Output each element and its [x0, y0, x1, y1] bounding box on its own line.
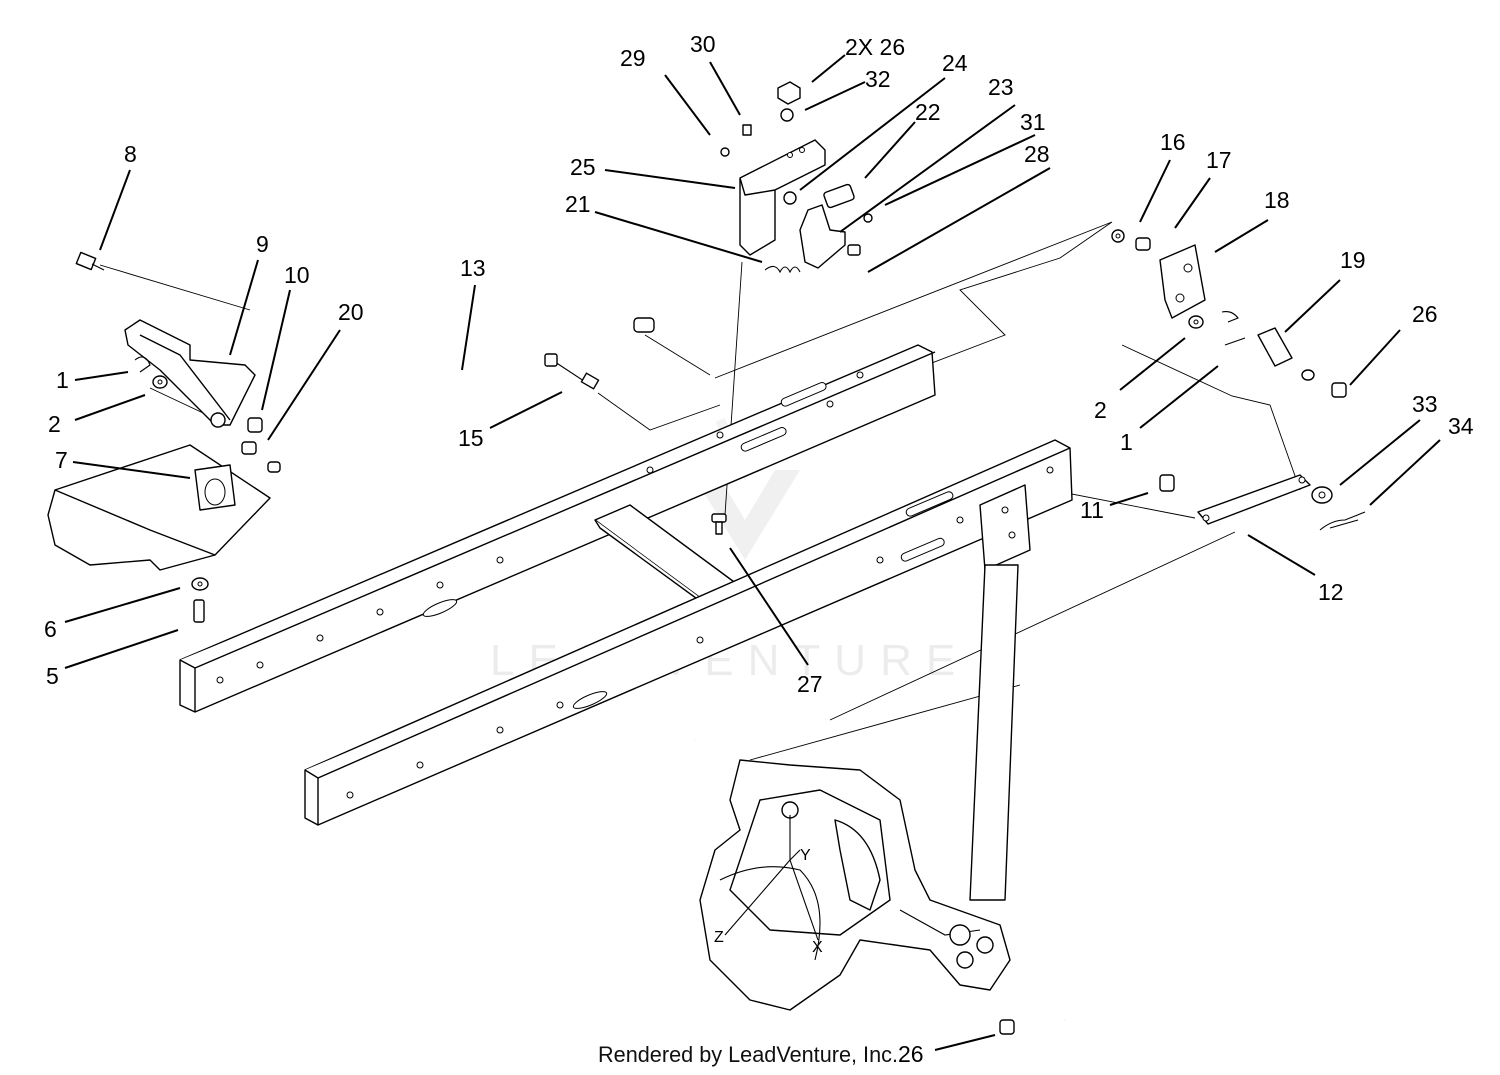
callout-label: 15 [458, 425, 484, 451]
hardware-left [134, 356, 281, 623]
control-rod [277, 316, 655, 482]
callout-label: 26 [898, 1041, 924, 1067]
steering-column [969, 484, 1031, 901]
pivot-bracket [1111, 229, 1347, 398]
callout-label: 5 [46, 663, 59, 689]
callout-label: 33 [1412, 391, 1438, 417]
callout-label: 25 [570, 154, 596, 180]
callout-label: 32 [865, 66, 891, 92]
bolt-27 [711, 513, 727, 535]
callout-label: 34 [1448, 413, 1474, 439]
callout-label: 11 [1080, 497, 1104, 523]
bolt-15 [544, 353, 600, 390]
callout-label: 26 [1412, 301, 1438, 327]
callout-label: 1 [1120, 429, 1133, 455]
callout-label: 23 [988, 74, 1014, 100]
leader-lines [64, 54, 1441, 1051]
callout-label: 9 [256, 231, 269, 257]
transaxle [693, 736, 1070, 1035]
callout-label: 2 [1094, 397, 1107, 423]
callout-label: 7 [55, 447, 68, 473]
callout-label: 19 [1340, 247, 1366, 273]
pedal-arm [124, 319, 256, 428]
switch-bracket [720, 81, 873, 274]
frame-rail-right [304, 439, 1073, 826]
callout-label: 10 [284, 262, 310, 288]
callout-label: 17 [1206, 147, 1232, 173]
callout-label: 6 [44, 616, 57, 642]
callout-label: 29 [620, 45, 646, 71]
callout-label: 20 [338, 299, 364, 325]
axis-y-label: Y [800, 847, 811, 864]
callout-label: 21 [565, 191, 591, 217]
callout-label: 28 [1024, 141, 1050, 167]
callout-labels: 8 9 10 20 1 2 7 6 5 13 15 29 30 2X 26 32… [44, 31, 1474, 1067]
callout-label: 12 [1318, 579, 1344, 605]
callout-label: 2 [48, 411, 61, 437]
callout-label: 13 [460, 255, 486, 281]
callout-label: 27 [797, 671, 823, 697]
axis-z-label: Z [714, 929, 724, 946]
bolt-8 [75, 251, 105, 271]
callout-label: 18 [1264, 187, 1290, 213]
frame-rail-left [179, 344, 936, 713]
link-bar [1159, 474, 1366, 531]
axis-x-label: X [812, 939, 823, 956]
callout-label: 24 [942, 50, 968, 76]
callout-label: 16 [1160, 129, 1186, 155]
callout-label: 2X 26 [845, 34, 905, 60]
callout-label: 30 [690, 31, 716, 57]
callout-label: 1 [56, 367, 69, 393]
foot-platform [47, 444, 271, 571]
callout-label: 8 [124, 141, 137, 167]
callout-label: 31 [1020, 109, 1046, 135]
credit-text: Rendered by LeadVenture, Inc. [598, 1042, 898, 1067]
callout-label: 22 [915, 99, 941, 125]
